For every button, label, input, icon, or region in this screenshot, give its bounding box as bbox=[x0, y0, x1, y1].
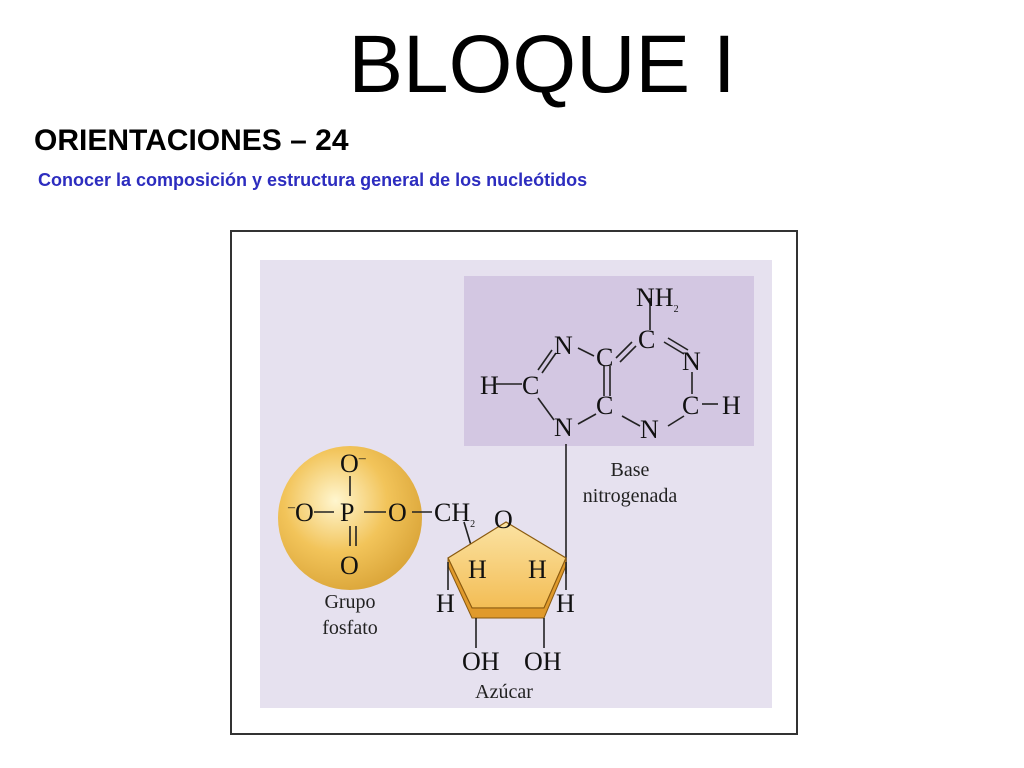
nucleotide-diagram: NH2 C N C H N C C N C H N Base nitrogena… bbox=[260, 260, 772, 708]
base-label-line1: Base bbox=[611, 459, 650, 481]
base-caption: Base nitrogenada bbox=[583, 459, 678, 507]
ribose-h-right-top: H bbox=[528, 555, 547, 584]
atom-c8: C bbox=[522, 371, 539, 400]
atom-n1: N bbox=[682, 347, 701, 376]
phosphate-o-bottom: O bbox=[340, 551, 359, 580]
phosphate-p: P bbox=[340, 498, 354, 527]
nucleotide-figure-frame: NH2 C N C H N C C N C H N Base nitrogena… bbox=[230, 230, 798, 735]
phosphate-o-right: O bbox=[388, 498, 407, 527]
phosphate-label-line1: Grupo bbox=[324, 591, 375, 613]
phosphate-sphere bbox=[278, 446, 422, 590]
base-panel bbox=[464, 276, 754, 446]
objective-text: Conocer la composición y estructura gene… bbox=[38, 170, 588, 190]
atom-c4: C bbox=[596, 391, 613, 420]
ribose-oh-right: OH bbox=[524, 647, 562, 676]
atom-c2: C bbox=[682, 391, 699, 420]
phosphate-caption: Grupo fosfato bbox=[322, 591, 378, 639]
ribose-h-right: H bbox=[556, 589, 575, 618]
phosphate-atom-labels: O– –O P O O CH2 bbox=[287, 449, 475, 580]
adenine-atom-labels: NH2 C N C H N C C N C H N bbox=[480, 283, 741, 444]
ribose-atom-labels: O H H H H OH OH bbox=[436, 505, 575, 676]
atom-c5: C bbox=[596, 343, 613, 372]
ch2-label: CH2 bbox=[434, 498, 475, 530]
ribose-h-left: H bbox=[436, 589, 455, 618]
page-title: BLOQUE I bbox=[348, 19, 736, 110]
phosphate-o-top: O– bbox=[340, 449, 367, 478]
section-heading: ORIENTACIONES – 24 bbox=[34, 124, 349, 157]
ribose-oh-left: OH bbox=[462, 647, 500, 676]
phosphate-o-left: –O bbox=[287, 498, 314, 527]
adenine-structure bbox=[496, 298, 718, 574]
ribose-h-left-top: H bbox=[468, 555, 487, 584]
atom-n9: N bbox=[554, 413, 573, 442]
atom-n3: N bbox=[640, 415, 659, 444]
base-label-line2: nitrogenada bbox=[583, 485, 678, 507]
ribose-bonds bbox=[447, 562, 567, 648]
atom-h8: H bbox=[480, 371, 499, 400]
phosphate-label-line2: fosfato bbox=[322, 617, 378, 639]
atom-h2: H bbox=[722, 391, 741, 420]
amino-group-label: NH2 bbox=[636, 283, 679, 315]
atom-c6: C bbox=[638, 325, 655, 354]
atom-n7: N bbox=[554, 331, 573, 360]
ribose-ring-oxygen: O bbox=[494, 505, 513, 534]
sugar-caption: Azúcar bbox=[475, 681, 533, 703]
